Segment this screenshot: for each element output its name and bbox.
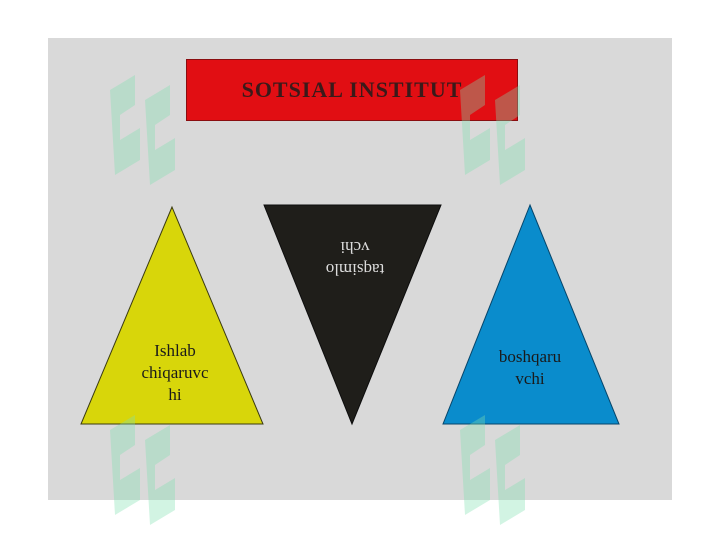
label-line: Ishlab xyxy=(154,341,196,360)
triangle-right-blue xyxy=(442,203,620,425)
triangle-middle-label: taqsimlo vchi xyxy=(300,236,410,280)
triangle-right-label: boshqaru vchi xyxy=(475,346,585,390)
watermark-logo-icon xyxy=(110,75,175,185)
triangle-left-yellow xyxy=(80,205,264,425)
label-line: vchi xyxy=(515,369,545,388)
label-line: chiqaruvc xyxy=(141,363,209,382)
label-line: boshqaru xyxy=(498,347,562,366)
watermark-logo-icon xyxy=(460,75,525,185)
watermark-logo-icon xyxy=(460,415,525,525)
triangle-left-label: Ishlab chiqaruvc hi xyxy=(120,340,230,406)
triangle-middle-black xyxy=(263,204,442,426)
label-line: taqsimlo xyxy=(325,260,385,279)
watermark-logo-icon xyxy=(110,415,175,525)
label-line: hi xyxy=(168,385,182,404)
title-text: SOTSIAL INSTITUT xyxy=(241,77,463,102)
label-line: vchi xyxy=(340,238,370,257)
title-box: SOTSIAL INSTITUT xyxy=(186,59,518,121)
